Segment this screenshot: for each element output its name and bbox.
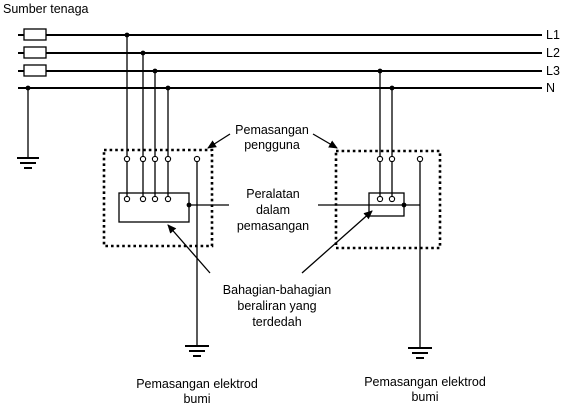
earth-icon-right <box>408 347 432 359</box>
source-earth-icon <box>17 157 39 169</box>
source-label: Sumber tenaga <box>3 2 89 16</box>
exposed-label-line2: beraliran yang <box>237 299 316 313</box>
fuse-l1 <box>23 28 47 41</box>
earth-icon-left <box>185 345 209 357</box>
earth-right-label-line1: Pemasangan elektrod <box>364 375 486 389</box>
exposed-label-line3: terdedah <box>252 315 301 329</box>
earth-left-label-line1: Pemasangan elektrod <box>136 377 258 391</box>
arrow-exposed-right <box>301 210 373 274</box>
label-l3: L3 <box>546 64 560 78</box>
installation-label-line2: pengguna <box>244 138 300 152</box>
label-l1: L1 <box>546 28 560 42</box>
fuse-l2 <box>23 46 47 59</box>
installation-box-right <box>334 149 442 250</box>
equipment-label-line1: Peralatan <box>246 187 300 201</box>
label-l2: L2 <box>546 46 560 60</box>
arrow-exposed-left <box>167 224 211 274</box>
earth-right-label-line2: bumi <box>411 390 438 404</box>
arrow-installation-right <box>312 133 338 149</box>
installation-label-line1: Pemasangan <box>235 123 309 137</box>
earth-left-label-line2: bumi <box>183 392 210 406</box>
arrow-installation-left <box>207 133 231 149</box>
fuse-l3 <box>23 64 47 77</box>
equipment-left <box>118 192 190 223</box>
equipment-label-line3: pemasangan <box>237 219 309 233</box>
exposed-label-line1: Bahagian-bahagian <box>223 283 331 297</box>
installation-box-left <box>102 148 214 248</box>
label-n: N <box>546 81 555 95</box>
equipment-label-line2: dalam <box>256 203 290 217</box>
